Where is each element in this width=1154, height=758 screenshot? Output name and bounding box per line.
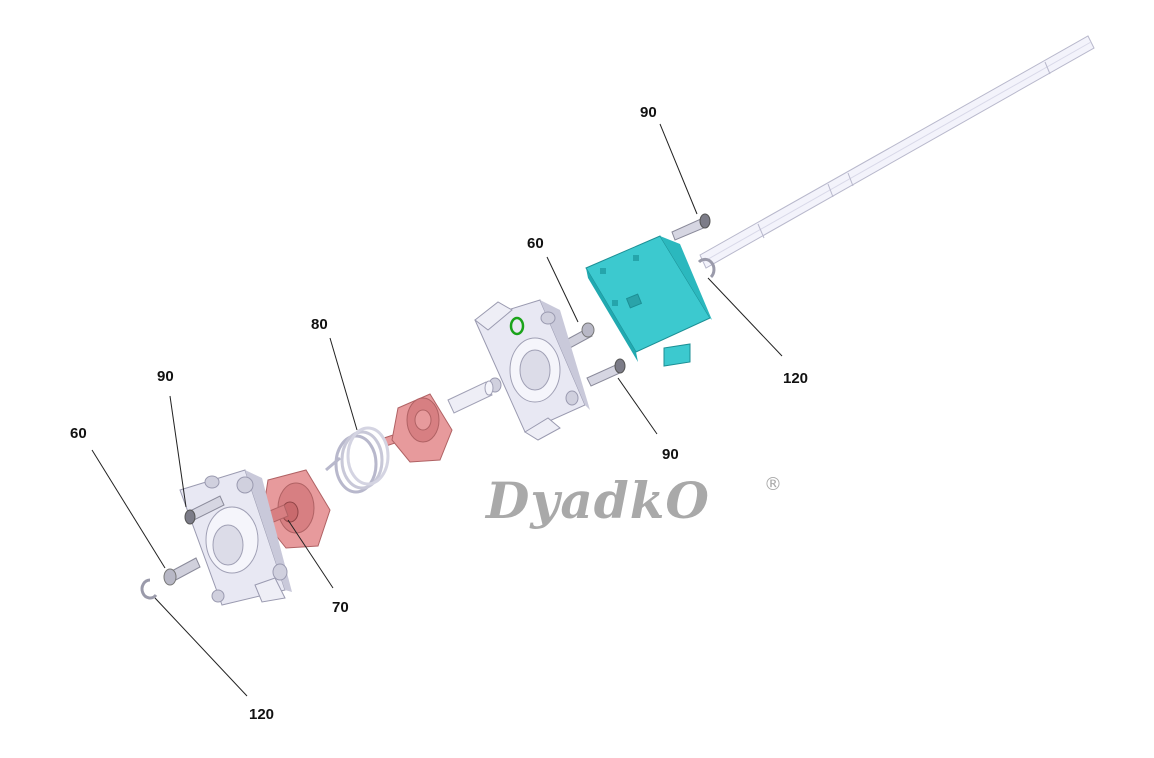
screw-90-mid	[586, 358, 626, 387]
callout-80: 80	[311, 316, 328, 333]
screw-top	[671, 213, 711, 241]
housing-plate-right	[474, 299, 590, 441]
green-seal	[509, 316, 525, 336]
callout-90-mid: 90	[662, 446, 679, 463]
leader-70	[287, 519, 334, 589]
leader-90-left	[169, 395, 187, 508]
leader-120-left	[154, 597, 248, 697]
hub-left	[259, 469, 331, 549]
leader-60-mid	[546, 256, 579, 323]
leader-lines	[91, 123, 783, 697]
gear-box	[585, 235, 712, 367]
leader-120-right	[707, 277, 783, 357]
screw-90-left	[184, 495, 225, 525]
callout-90-left: 90	[157, 368, 174, 385]
retaining-ring-right	[697, 257, 716, 279]
screw-60-mid	[565, 322, 595, 349]
leader-90-mid	[617, 377, 658, 435]
pin	[447, 380, 494, 414]
retaining-ring-left	[140, 578, 158, 600]
registered-mark: ®	[764, 474, 782, 495]
leader-60-left	[91, 449, 166, 569]
leader-90-top	[659, 123, 698, 215]
shaft	[699, 35, 1095, 269]
callout-120-left: 120	[249, 706, 274, 723]
callout-90-top: 90	[640, 104, 657, 121]
callout-120-right: 120	[783, 370, 808, 387]
hub-right	[383, 393, 453, 463]
leader-80	[329, 337, 358, 431]
callout-60-mid: 60	[527, 235, 544, 252]
callout-70: 70	[332, 599, 349, 616]
screw-60-left	[163, 557, 201, 586]
callout-60-left: 60	[70, 425, 87, 442]
spring	[325, 426, 390, 494]
watermark-logo: DyadkO	[484, 471, 710, 530]
